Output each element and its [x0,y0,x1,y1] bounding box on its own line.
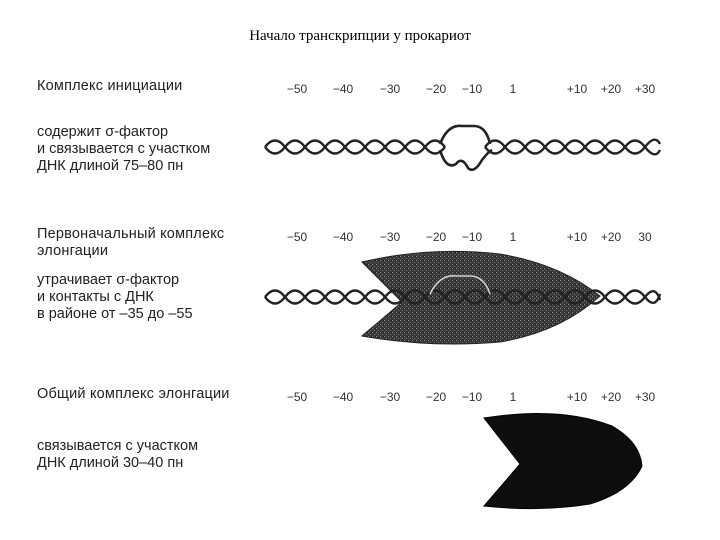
open-promoter-bubble [438,148,493,172]
panel-description: связывается с участком ДНК длиной 30–40 … [37,438,199,471]
rna-polymerase-core [483,413,643,510]
dna-strand [264,139,446,155]
position-tick: +20 [600,82,622,96]
dna-strand [484,138,662,155]
dna-strand [264,289,662,305]
dna-strand [484,139,662,156]
rna-polymerase-core [360,250,601,345]
position-tick: 1 [509,82,517,96]
panel-description: содержит σ-фактор и связывается с участк… [37,124,211,174]
dna-diagram [264,250,662,345]
position-tick: −10 [461,82,483,96]
position-tick: +30 [634,390,656,404]
panel-heading: Первоначальный комплекс элонгации [37,226,225,259]
dna-diagram [264,124,662,172]
open-promoter-bubble [429,275,491,295]
position-tick: +20 [600,230,622,244]
position-tick: +10 [566,82,588,96]
position-tick: −40 [332,230,354,244]
position-tick: −10 [461,390,483,404]
page-title: Начало транскрипции у прокариот [249,28,471,44]
dna-strand [264,139,446,155]
panel-general-elongation-complex: Общий комплекс элонгации связывается с у… [0,380,720,530]
position-tick: +10 [566,230,588,244]
position-tick: +20 [600,390,622,404]
position-tick: −50 [286,230,308,244]
panel-heading: Комплекс инициации [37,78,183,94]
panel-initiation-complex: Комплекс инициации содержит σ-фактор и с… [0,72,720,212]
position-tick: −20 [425,230,447,244]
position-tick: −10 [461,230,483,244]
panel-description: утрачивает σ-фактор и контакты с ДНК в р… [37,272,193,322]
position-tick: −20 [425,82,447,96]
position-tick: −40 [332,82,354,96]
position-tick: −50 [286,390,308,404]
panel-initial-elongation-complex: Первоначальный комплекс элонгации утрачи… [0,224,720,364]
position-tick: −30 [379,82,401,96]
position-tick: +30 [634,82,656,96]
position-tick: +10 [566,390,588,404]
position-tick: −40 [332,390,354,404]
position-tick: 1 [509,390,517,404]
panel-heading: Общий комплекс элонгации [37,386,230,402]
position-tick: −30 [379,390,401,404]
position-tick: 30 [638,230,652,244]
position-tick: −30 [379,230,401,244]
position-tick: 1 [509,230,517,244]
open-promoter-bubble [438,124,492,145]
position-tick: −20 [425,390,447,404]
position-tick: −50 [286,82,308,96]
dna-diagram [483,413,643,510]
